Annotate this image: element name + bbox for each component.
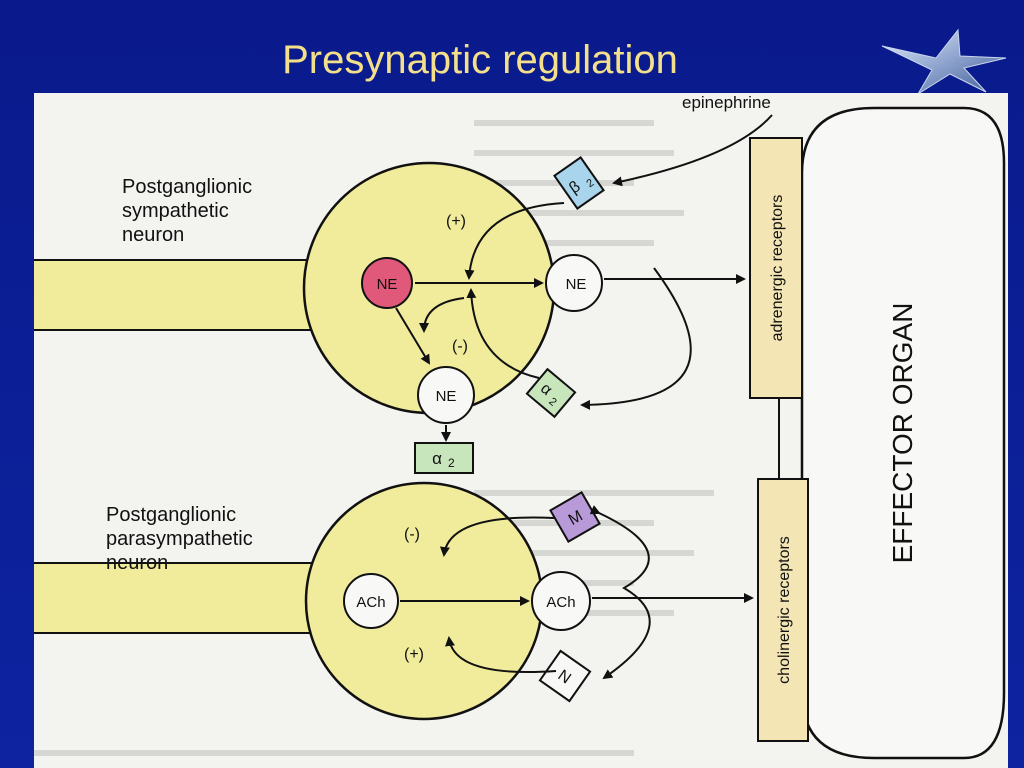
sympathetic-neuron-label: Postganglionic sympathetic neuron [122, 176, 252, 246]
beta2-receptor [553, 156, 605, 210]
adrenergic-receptors-label: adrenergic receptors [769, 195, 786, 342]
epinephrine-label: epinephrine [682, 93, 771, 112]
ne-vesicle [361, 257, 413, 309]
minus-label-top: (-) [452, 338, 468, 355]
cholinergic-receptors-bar [757, 478, 809, 742]
ne-released-right [545, 254, 603, 312]
n-receptor [538, 649, 592, 703]
svg-text:α: α [432, 449, 442, 468]
ne-released-right-label: NE [566, 276, 587, 293]
ne-vesicle-label: NE [377, 276, 398, 293]
plus-label-top: (+) [446, 213, 466, 230]
effector-organ-label: EFFECTOR ORGAN [887, 303, 918, 564]
alpha2-receptor-top [525, 367, 577, 419]
ach-released-label: ACh [546, 594, 575, 611]
alpha2-receptor-mid [414, 442, 474, 474]
ach-vesicle [343, 573, 399, 629]
svg-text:2: 2 [448, 456, 455, 470]
svg-text:sympathetic: sympathetic [122, 200, 229, 222]
ne-released-bottom-label: NE [436, 388, 457, 405]
plus-label-bottom: (+) [404, 646, 424, 663]
parasympathetic-neuron-label: Postganglionic parasympathetic neuron [106, 504, 253, 574]
sympathetic-arrows [395, 114, 773, 442]
sympathetic-neuron [34, 161, 556, 415]
star-icon [881, 28, 1007, 95]
svg-text:Postganglionic: Postganglionic [122, 176, 252, 198]
figure-panel: Postganglionic sympathetic neuron Postga… [34, 93, 1008, 768]
svg-text:neuron: neuron [106, 552, 168, 574]
svg-text:neuron: neuron [122, 224, 184, 246]
presynaptic-diagram: Postganglionic sympathetic neuron Postga… [34, 93, 1006, 760]
parasympathetic-arrows [400, 505, 754, 680]
ne-released-bottom [417, 366, 475, 424]
alpha2-receptor-mid-label: α 2 [432, 449, 455, 470]
minus-label-bottom: (-) [404, 526, 420, 543]
effector-organ-shape [800, 106, 1006, 760]
adrenergic-receptors-bar [749, 137, 803, 399]
svg-text:parasympathetic: parasympathetic [106, 528, 253, 550]
slide-title: Presynaptic regulation [282, 38, 678, 82]
svg-text:Postganglionic: Postganglionic [106, 504, 236, 526]
svg-text:2: 2 [584, 177, 596, 190]
cholinergic-receptors-label: cholinergic receptors [776, 536, 793, 684]
ach-vesicle-label: ACh [356, 594, 385, 611]
